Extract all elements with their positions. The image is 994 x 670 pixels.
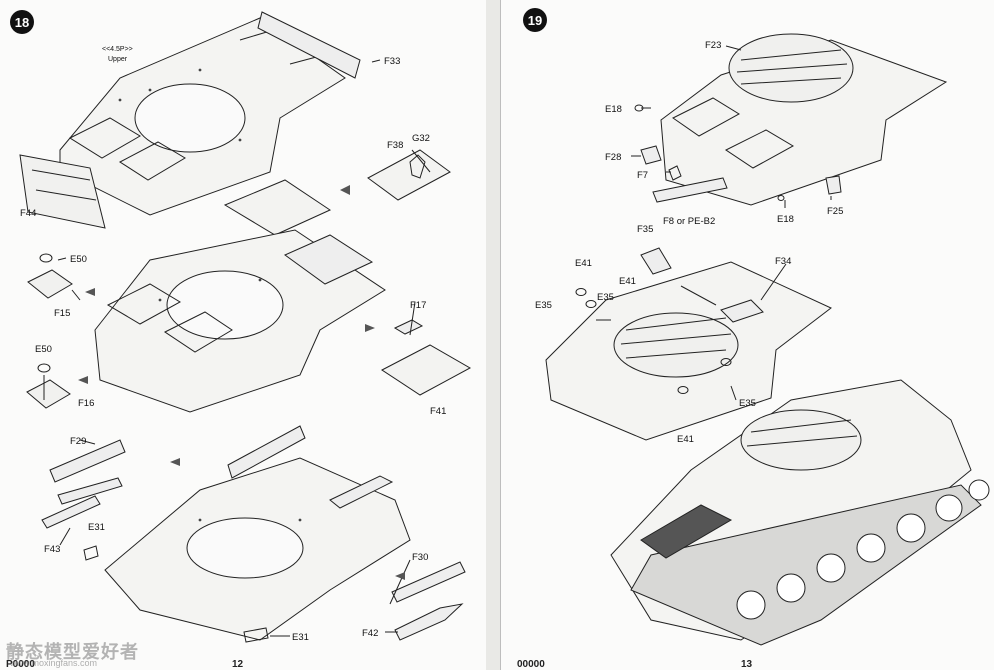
part-label-e50-second: E50 [35, 344, 52, 355]
part-label-f33: F33 [384, 56, 401, 67]
part-label-f44: F44 [20, 208, 37, 219]
page-number-right: 13 [741, 659, 753, 670]
part-label-f29: F29 [70, 436, 87, 447]
part-label-f17: F17 [410, 300, 427, 311]
part-label-e18: E18 [605, 104, 622, 115]
hull-assembly-diagram-step-18 [19, 11, 472, 643]
part-label-f8-or-pe-b2: F8 or PE-B2 [663, 216, 716, 227]
part-label-f42: F42 [362, 628, 379, 639]
part-label-f30: F30 [412, 552, 429, 563]
part-label-e31: E31 [88, 522, 105, 533]
part-label-e35-second: E35 [597, 292, 614, 303]
turret-top-assembly-diagram-step-19 [545, 33, 990, 646]
part-label-e18-second: E18 [777, 214, 794, 225]
part-label-e41-second: E41 [619, 276, 636, 287]
part-label-f34: F34 [775, 256, 792, 267]
part-label-f38: F38 [387, 140, 404, 151]
part-label-e31-second: E31 [292, 632, 309, 643]
footer-code-left: P0000 [6, 659, 35, 670]
instruction-page-left: 18 [0, 0, 487, 670]
part-label-g32: G32 [412, 133, 430, 144]
part-label-e41-third: E41 [677, 434, 694, 445]
watermark-url: www.moxingfans.com [10, 658, 98, 668]
upper-scale-note: <<4.5P>> [102, 46, 133, 53]
part-label-e35: E35 [535, 300, 552, 311]
part-label-f28: F28 [605, 152, 622, 163]
step-number-badge: 19 [523, 8, 547, 32]
part-label-e35-third: E35 [739, 398, 756, 409]
page-gutter [486, 0, 500, 670]
part-label-f41: F41 [430, 406, 447, 417]
upper-label: Upper [108, 56, 128, 63]
part-label-e50: E50 [70, 254, 87, 265]
part-label-f25: F25 [827, 206, 844, 217]
instruction-page-right: 19 [500, 0, 994, 670]
step-number-badge: 18 [10, 10, 34, 34]
part-label-f23: F23 [705, 40, 722, 51]
part-label-f15: F15 [54, 308, 71, 319]
page-number-left: 12 [232, 659, 244, 670]
watermark-logo-text: 静态模型爱好者 [6, 642, 139, 662]
part-label-f16: F16 [78, 398, 95, 409]
part-label-f35: F35 [637, 224, 654, 235]
part-label-f7: F7 [637, 170, 649, 181]
part-label-e41: E41 [575, 258, 592, 269]
footer-code-right: 00000 [517, 659, 545, 670]
part-label-f43: F43 [44, 544, 61, 555]
